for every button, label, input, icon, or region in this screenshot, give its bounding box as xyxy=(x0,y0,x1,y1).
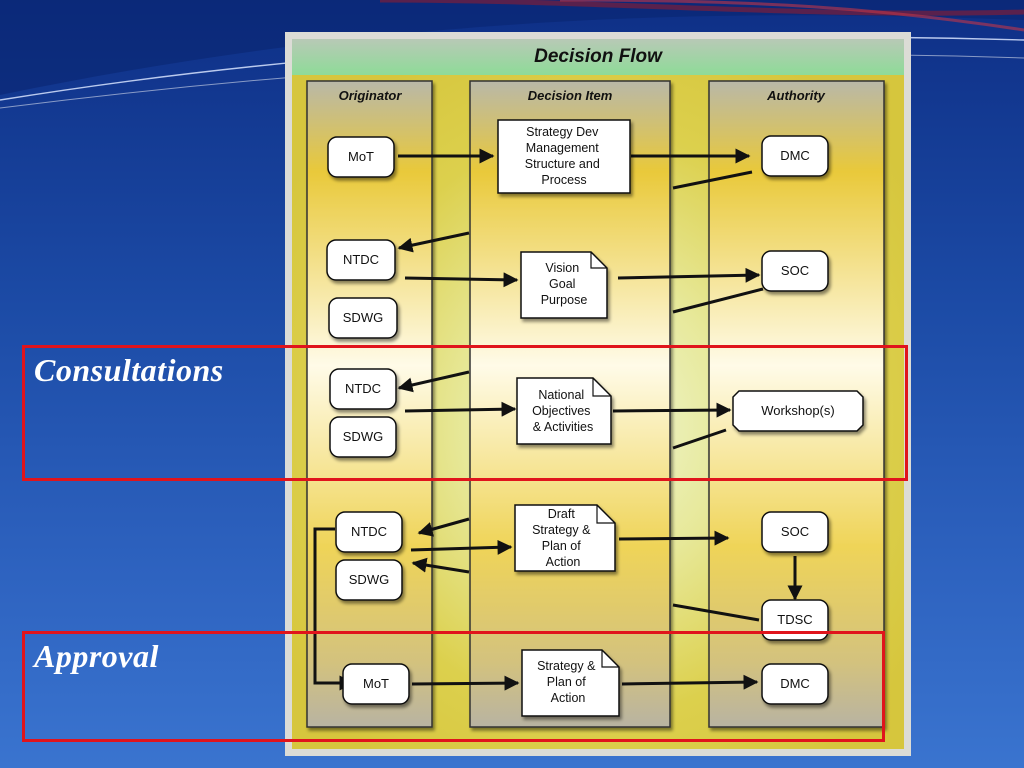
node-tdsc-label: TDSC xyxy=(777,612,812,627)
node-sdwg-1-label: SDWG xyxy=(343,310,383,325)
arrow-plan-to-dmc xyxy=(621,674,759,690)
return-line-3 xyxy=(672,428,727,450)
return-line-2 xyxy=(672,287,764,314)
arrow-to-ntdc-2 xyxy=(397,370,470,393)
arrow-mot-to-plan xyxy=(411,675,520,691)
consultations-label: Consultations xyxy=(34,352,224,388)
arrow-vision-to-soc xyxy=(617,267,761,283)
node-workshops: Workshop(s) xyxy=(732,390,864,432)
arrow-ntdc-to-national xyxy=(404,401,517,417)
node-dmc-1-label: DMC xyxy=(780,148,810,163)
arrow-draft-to-soc xyxy=(618,530,730,546)
node-draft-strategy-label: Draft Strategy & Plan of Action xyxy=(532,507,594,569)
node-national-objectives: National Objectives & Activities xyxy=(516,377,612,445)
node-ntdc-3-label: NTDC xyxy=(351,524,387,539)
arrow-to-ntdc-3 xyxy=(417,517,470,537)
node-ntdc-2: NTDC xyxy=(329,368,397,410)
node-ntdc-1-label: NTDC xyxy=(343,252,379,267)
node-soc-2-label: SOC xyxy=(781,524,809,539)
decision-flow-diagram: Decision Flow Originator Decision Item A… xyxy=(285,32,911,756)
node-mot-1-label: MoT xyxy=(348,149,374,164)
lane-decision-item-label: Decision Item xyxy=(528,88,613,103)
arrow-national-to-workshops xyxy=(612,402,732,418)
node-sdwg-3: SDWG xyxy=(335,559,403,601)
node-soc-1: SOC xyxy=(761,250,829,292)
node-draft-strategy: Draft Strategy & Plan of Action xyxy=(514,504,616,572)
arrow-ntdc-to-draft xyxy=(410,539,513,555)
node-soc-1-label: SOC xyxy=(781,263,809,278)
node-strategy-dev-label: Strategy Dev Management Structure and Pr… xyxy=(525,125,604,187)
node-vision: Vision Goal Purpose xyxy=(520,251,608,319)
node-ntdc-2-label: NTDC xyxy=(345,381,381,396)
node-ntdc-1: NTDC xyxy=(326,239,396,281)
title-band xyxy=(292,39,904,75)
node-strategy-plan-label: Strategy & Plan of Action xyxy=(537,659,599,705)
arrow-to-ntdc-1 xyxy=(397,231,470,253)
diagram-title: Decision Flow xyxy=(534,46,663,67)
node-national-objectives-label: National Objectives & Activities xyxy=(532,388,594,434)
arrow-to-sdwg-3 xyxy=(411,557,470,574)
node-soc-2: SOC xyxy=(761,511,829,553)
node-sdwg-1: SDWG xyxy=(328,297,398,339)
return-line-1 xyxy=(672,170,753,190)
node-dmc-2: DMC xyxy=(761,663,829,705)
arrow-ntdc-to-vision xyxy=(404,272,519,288)
line-tdsc-to-decision xyxy=(672,603,760,622)
node-sdwg-2: SDWG xyxy=(329,416,397,458)
node-tdsc: TDSC xyxy=(761,599,829,641)
node-vision-label: Vision Goal Purpose xyxy=(541,261,588,307)
node-mot-1: MoT xyxy=(327,136,395,178)
lane-originator-label: Originator xyxy=(339,88,403,103)
node-strategy-dev: Strategy Dev Management Structure and Pr… xyxy=(497,119,631,194)
node-ntdc-3: NTDC xyxy=(335,511,403,553)
lane-authority-label: Authority xyxy=(766,88,826,103)
node-strategy-plan: Strategy & Plan of Action xyxy=(521,649,620,717)
node-sdwg-2-label: SDWG xyxy=(343,429,383,444)
node-sdwg-3-label: SDWG xyxy=(349,572,389,587)
node-dmc-1: DMC xyxy=(761,135,829,177)
node-mot-2-label: MoT xyxy=(363,676,389,691)
approval-highlight xyxy=(22,631,885,742)
approval-label: Approval xyxy=(34,638,159,674)
consultations-highlight xyxy=(22,345,908,481)
connectors xyxy=(313,148,803,691)
arrow-ntdc-to-mot xyxy=(313,527,355,691)
node-dmc-2-label: DMC xyxy=(780,676,810,691)
node-mot-2: MoT xyxy=(342,663,410,705)
node-workshops-label: Workshop(s) xyxy=(761,403,834,418)
